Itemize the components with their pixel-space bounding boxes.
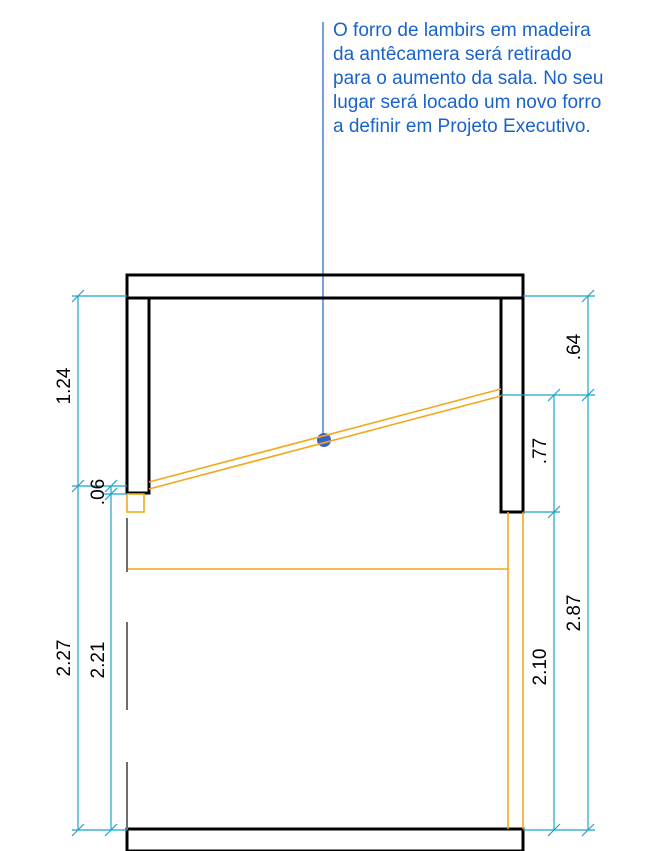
left-ceiling-return [126,493,145,513]
left-wall [125,296,151,495]
dimension-lines [71,289,595,837]
ceiling-lines [126,388,524,829]
annotation-line: lugar será locado um novo forro [333,92,602,113]
sloped-ceiling-upper [148,388,502,483]
dim-right-opening: 2.10 [530,649,551,686]
right-wall [499,296,525,514]
annotation-line: a definir em Projeto Executivo. [333,116,591,137]
dim-right-top: .64 [564,333,585,360]
annotation-line: para o aumento da sala. No seu [333,68,604,89]
dim-left-opening: 2.21 [88,642,109,679]
annotation-line: da antêcamera será retirado [333,44,572,65]
dim-right-lower: 2.87 [564,595,585,632]
annotation-line: O forro de lambirs em madeira [333,20,591,41]
top-slab [125,273,525,300]
dim-right-middle: .77 [530,438,551,464]
floor-slab [125,827,525,851]
annotation-note: O forro de lambirs em madeira da antêcam… [333,19,661,139]
dim-left-total: 2.27 [54,640,75,677]
dim-left-small: .06 [88,479,109,505]
dim-left-overall: 1.24 [54,367,75,404]
sloped-ceiling-lower [148,395,502,490]
walls [125,273,525,851]
